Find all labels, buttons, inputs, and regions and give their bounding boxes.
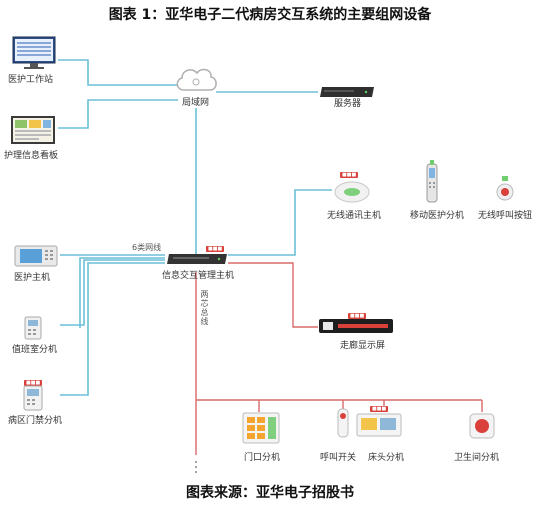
- manager-host-tag: ■■■: [206, 246, 225, 252]
- duty-ext-icon: [24, 316, 42, 340]
- gate-ext-icon: [22, 385, 44, 411]
- manager-host-icon: [165, 251, 229, 265]
- toilet-ext-icon: [468, 412, 496, 440]
- corridor-display-icon: [318, 318, 394, 334]
- duty-ext-link: [60, 259, 165, 326]
- manager-host-label: 信息交互管理主机: [162, 271, 235, 281]
- bed-ext-icon: [356, 410, 402, 438]
- duty-ext-label: 值班室分机: [12, 345, 58, 355]
- cat6-label: 6类网线: [132, 243, 162, 252]
- diagram-title: 图表 1：亚华电子二代病房交互系统的主要组网设备: [108, 7, 432, 23]
- door-ext-label: 门口分机: [244, 453, 281, 463]
- door-ext-icon: [242, 412, 280, 444]
- server-icon: [318, 84, 376, 98]
- lan-cloud-icon: [172, 62, 220, 94]
- corridor-display-tag: ■■■: [348, 313, 367, 319]
- nurse-host-icon: [14, 244, 58, 268]
- call-switch-icon: [336, 408, 350, 438]
- wireless-host-label: 无线通讯主机: [327, 211, 382, 221]
- diagram-source: 图表来源：亚华电子招股书: [186, 485, 354, 501]
- server-label: 服务器: [334, 99, 362, 109]
- corridor-link: [228, 262, 318, 328]
- board-label: 护理信息看板: [4, 151, 59, 161]
- wireless-host-link: [228, 189, 332, 256]
- bus-line-label: 两芯总线: [200, 290, 209, 326]
- call-button-icon: [495, 176, 515, 204]
- corridor-display-label: 走廊显示屏: [340, 341, 386, 351]
- call-switch-label: 呼叫开关: [320, 453, 357, 463]
- workstation-monitor-icon: [12, 36, 56, 70]
- bed-ext-tag: ■■■: [370, 406, 389, 412]
- mobile-phone-icon: [424, 160, 440, 204]
- nurse-host-label: 医护主机: [14, 273, 51, 283]
- lan-label: 局域网: [182, 98, 210, 108]
- board-link: [58, 99, 178, 129]
- info-board-icon: [10, 115, 56, 145]
- gate-ext-tag: ■■■: [24, 380, 43, 386]
- wireless-btn-label: 无线呼叫按钮: [478, 211, 533, 221]
- mobile-ext-label: 移动医护分机: [410, 211, 465, 221]
- gate-ext-label: 病区门禁分机: [8, 416, 63, 426]
- wireless-host-tag: ■■■: [340, 172, 359, 178]
- workstation-link: [58, 59, 178, 86]
- wireless-host-icon: [332, 176, 372, 204]
- bed-ext-label: 床头分机: [368, 453, 405, 463]
- gate-ext-link: [60, 262, 165, 396]
- toilet-ext-label: 卫生间分机: [454, 453, 500, 463]
- workstation-label: 医护工作站: [8, 75, 54, 85]
